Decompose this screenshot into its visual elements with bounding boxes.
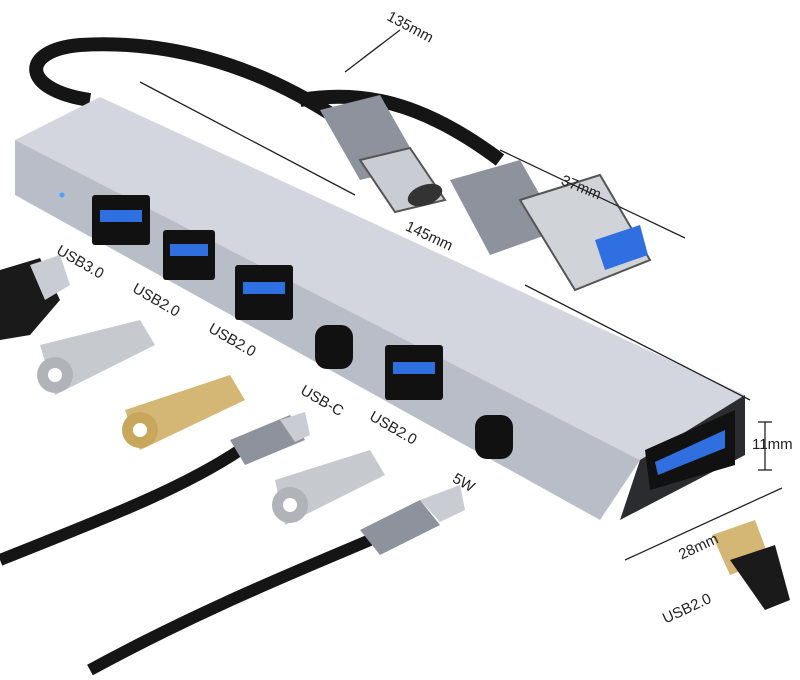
cable-a <box>29 37 344 126</box>
port-usbc-pd <box>475 415 513 459</box>
port-usbc-1 <box>315 325 353 369</box>
cable-b <box>298 89 505 166</box>
led-indicator <box>59 192 65 198</box>
front-ports <box>59 192 513 459</box>
dimension-lines <box>139 29 783 561</box>
usb-a-connector <box>450 160 652 292</box>
dimension-hub-height: 11mm <box>752 436 793 453</box>
usb-c-connector <box>320 95 447 214</box>
accessories <box>0 255 790 676</box>
